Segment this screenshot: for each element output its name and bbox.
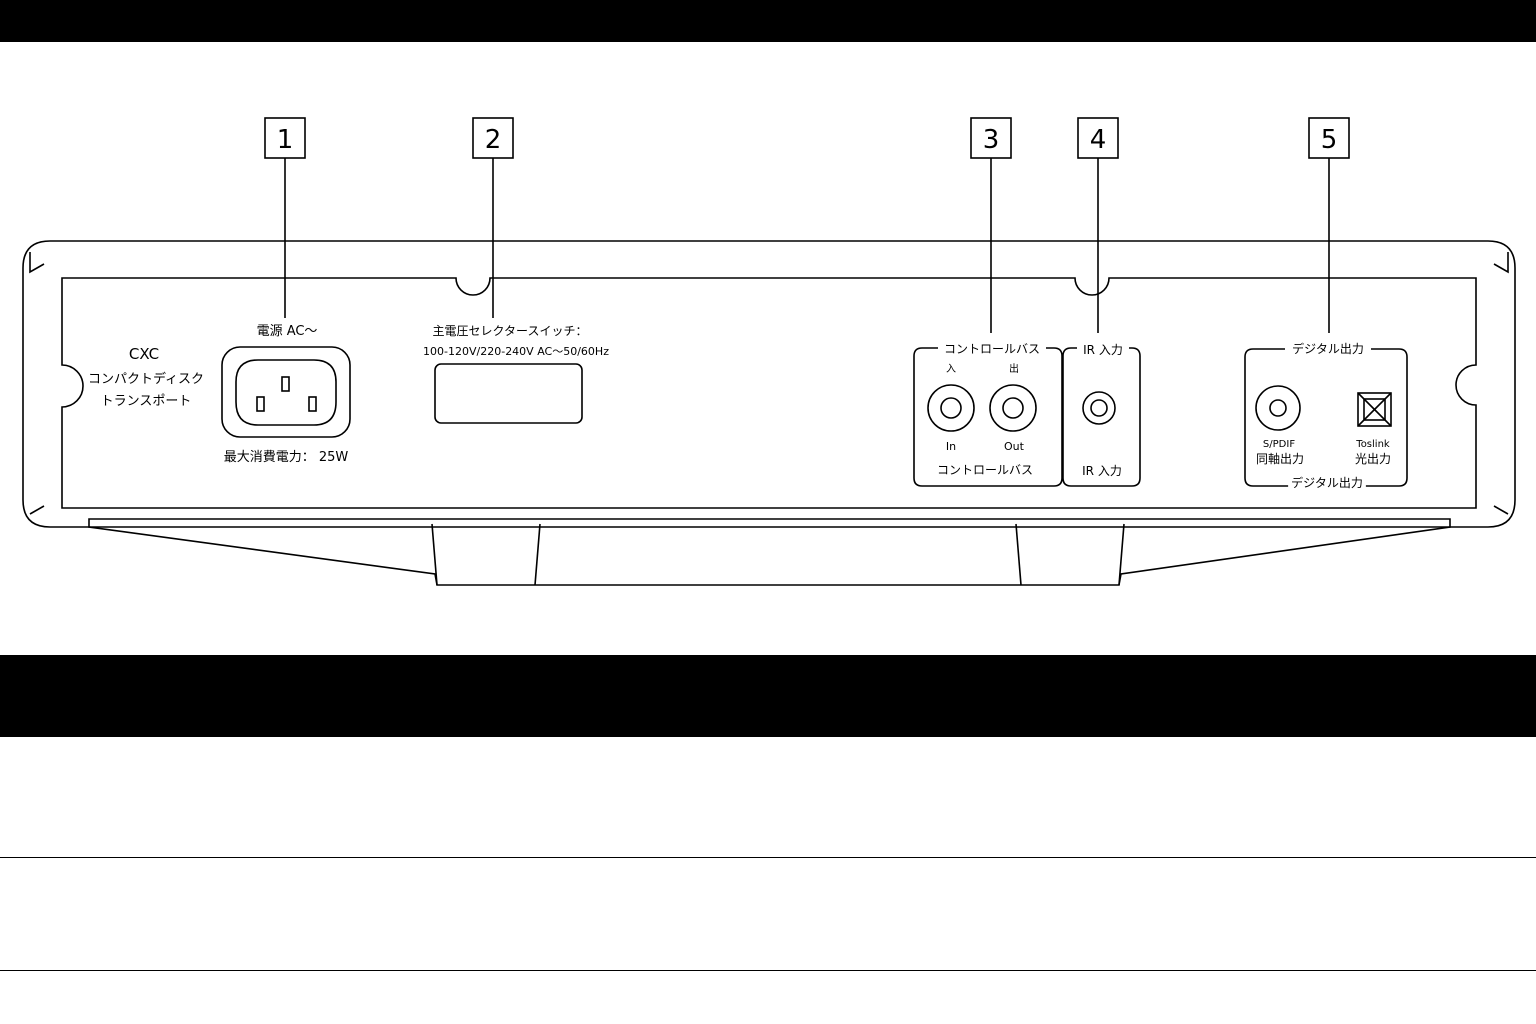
corner-detail-top-left [29,252,45,274]
toslink-diagonal-b [1357,392,1392,427]
device-name-line2: トランスポート [101,394,192,409]
divider-line-upper [0,857,1536,858]
callout-4-number: 4 [1090,125,1107,155]
foot-left-edge-b [534,523,541,586]
callout-3-box [970,117,1012,159]
base-plate [88,518,1451,586]
toslink-optical-port-inner [1363,398,1386,421]
corner-detail-top-right [1493,252,1509,274]
power-max-consumption: 最大消費電力： 25W [224,450,349,465]
spdif-coax-jack-inner [1269,399,1287,417]
power-inlet-bezel [221,346,351,438]
control-bus-in-jack-inner [940,397,962,419]
power-inlet-socket [235,359,337,426]
voltage-selector-spec: 100-120V/220-240V AC～50/60Hz [423,345,609,358]
digital-out-title-top: デジタル出力 [1292,341,1364,356]
callout-3-number: 3 [983,125,1000,155]
toslink-label-line2: 光出力 [1355,452,1391,466]
chassis-outline [22,240,1516,528]
control-bus-out-en: Out [1004,440,1025,453]
foot-left-edge-a [431,523,438,586]
spdif-coax-jack[interactable] [1255,385,1301,431]
divider-line-lower [0,970,1536,971]
ir-input-bracket [1062,347,1141,487]
control-bus-title-bottom: コントロールバス [937,463,1033,477]
power-pin-right [308,396,317,412]
control-bus-in-en: In [946,440,956,453]
device-name-line1: コンパクトディスク [88,371,204,387]
control-bus-in-jp: 入 [946,364,956,375]
power-pin-earth [281,376,290,392]
control-bus-out-jack-inner [1002,397,1024,419]
control-bus-title-top-backing [940,341,1044,357]
control-bus-out-jack[interactable] [989,384,1037,432]
ir-input-title-top-backing [1080,342,1126,358]
spdif-label-line1: S/PDIF [1263,439,1295,450]
digital-out-title-bottom: デジタル出力 [1291,475,1363,490]
control-bus-bracket [913,347,1063,487]
middle-black-band [0,655,1536,737]
inner-panel-outline [61,277,1477,509]
ir-input-title-bottom: IR 入力 [1082,464,1122,478]
power-label: 電源 AC～ [257,324,318,339]
control-bus-out-jp: 出 [1009,362,1019,375]
foot-right-edge-a [1015,523,1022,586]
spdif-label-line2: 同軸出力 [1256,452,1304,466]
callout-1-number: 1 [277,125,294,155]
callout-2-box [472,117,514,159]
callout-4-box [1077,117,1119,159]
voltage-selector-label: 主電圧セレクタースイッチ： [433,324,588,338]
control-bus-in-jack[interactable] [927,384,975,432]
toslink-optical-port[interactable] [1357,392,1392,427]
digital-out-title-top-backing [1289,340,1367,357]
ir-input-title-top: IR 入力 [1083,343,1123,357]
toslink-label-line1: Toslink [1355,439,1390,450]
corner-detail-bottom-right [1493,505,1509,515]
control-bus-title-top: コントロールバス [944,342,1040,356]
digital-out-title-bottom-backing [1288,474,1366,491]
top-black-band [0,0,1536,42]
callout-2-number: 2 [485,125,502,155]
corner-detail-bottom-left [29,505,45,515]
ir-input-jack[interactable] [1082,391,1116,425]
power-pin-left [256,396,265,412]
callout-1-box [264,117,306,159]
foot-right-edge-b [1118,523,1125,586]
device-model: CXC [129,345,159,363]
callout-5-number: 5 [1321,125,1338,155]
callout-5-box [1308,117,1350,159]
voltage-selector-switch[interactable] [434,363,583,424]
ir-input-jack-inner [1090,399,1108,417]
